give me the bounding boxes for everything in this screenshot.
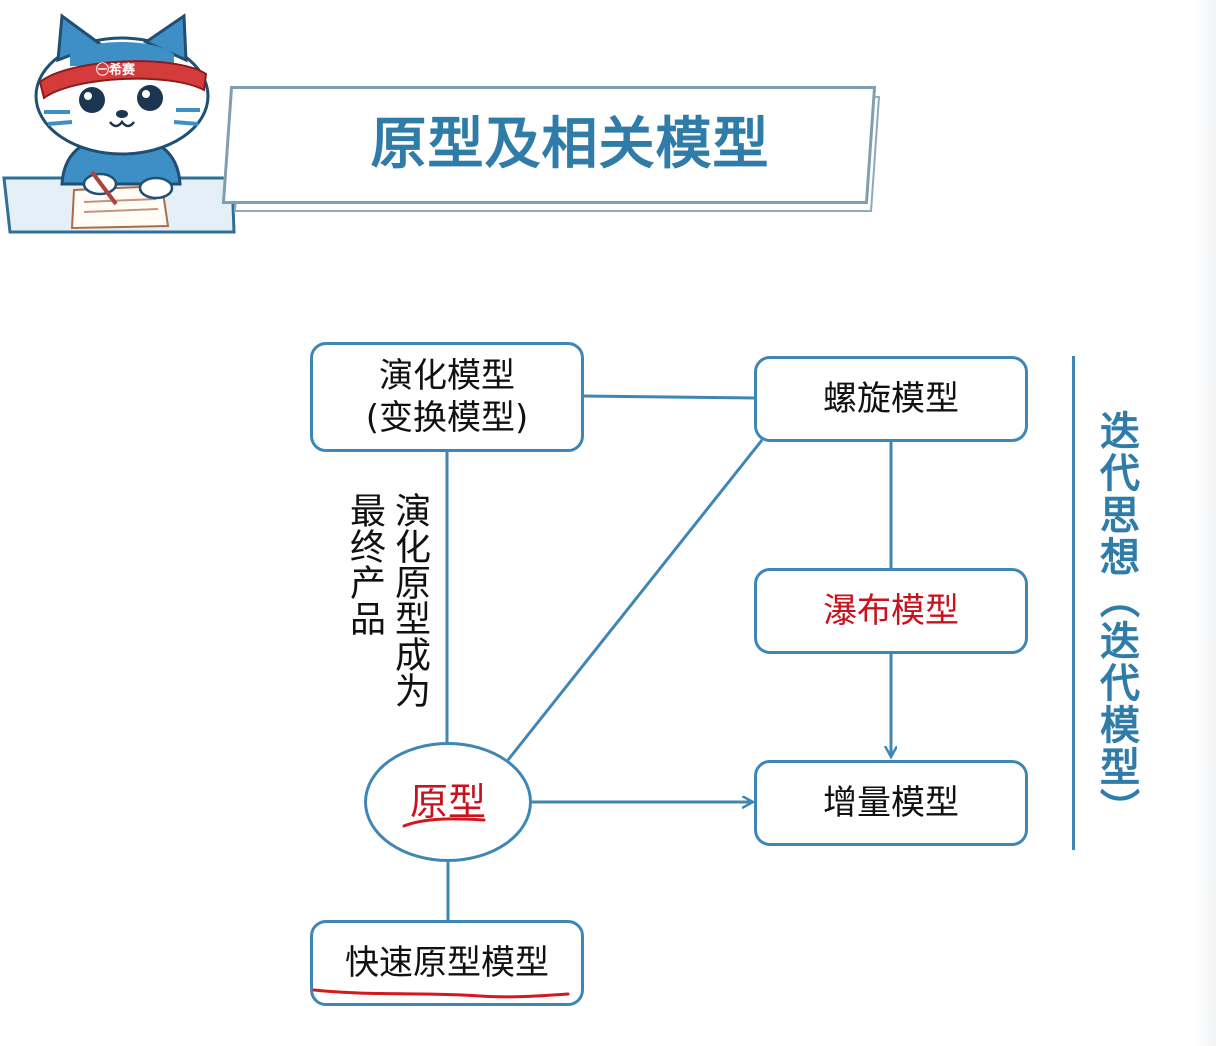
node-evolution-line2: (变换模型)	[365, 398, 529, 438]
node-rapid-label: 快速原型模型	[345, 942, 549, 983]
node-incremental-model: 增量模型	[754, 760, 1028, 846]
node-rapid-prototype-model: 快速原型模型	[310, 920, 584, 1006]
right-edge-shade	[1196, 0, 1216, 1046]
node-prototype: 原型	[364, 742, 532, 862]
node-spiral-model: 螺旋模型	[754, 356, 1028, 442]
node-incremental-label: 增量模型	[823, 782, 959, 823]
mascot-headband-text: ㊀希赛	[96, 62, 136, 78]
edge-note-evolution-prototype: 演化原型成为最终产品	[344, 492, 430, 708]
node-evolution-model: 演化模型 (变换模型)	[310, 342, 584, 452]
node-waterfall-model: 瀑布模型	[754, 568, 1028, 654]
node-prototype-label: 原型	[409, 779, 486, 824]
cat-mascot-icon: ㊀希赛	[2, 13, 236, 234]
node-evolution-line1: 演化模型	[379, 355, 515, 396]
page-title: 原型及相关模型	[370, 112, 770, 177]
edge-prototype-spiral	[506, 439, 764, 761]
node-spiral-label: 螺旋模型	[823, 378, 959, 419]
iteration-divider	[1072, 356, 1075, 850]
node-waterfall-label: 瀑布模型	[823, 590, 959, 631]
edge-evolution-spiral	[581, 394, 757, 400]
iteration-label: 迭代思想（迭代模型）	[1093, 410, 1139, 830]
